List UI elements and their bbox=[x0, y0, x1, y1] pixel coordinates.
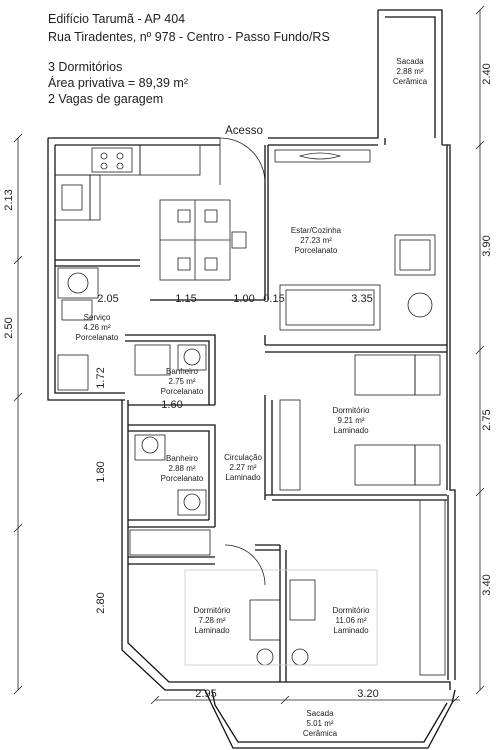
chair-icon bbox=[231, 231, 247, 249]
banheiro2-name: Banheiro bbox=[166, 454, 199, 463]
sacada-bottom-area: 5.01 m² bbox=[306, 719, 333, 728]
dim-right-2-40: 2.40 bbox=[481, 63, 493, 84]
dorm3-area: 11.06 m² bbox=[336, 616, 367, 625]
banheiro1-area: 2.75 m² bbox=[168, 377, 195, 386]
sacada-top-name: Sacada bbox=[396, 57, 424, 66]
banheiro1-name: Banheiro bbox=[166, 367, 199, 376]
dorm1-name: Dormitório bbox=[333, 406, 370, 415]
armchair-icon bbox=[394, 234, 436, 276]
estar-finish: Porcelanato bbox=[295, 246, 338, 255]
dim-inner-0-15: 0.15 bbox=[263, 293, 284, 305]
dorm2-name: Dormitório bbox=[194, 606, 231, 615]
circulacao-name: Circulação bbox=[224, 453, 262, 462]
wardrobe bbox=[279, 399, 301, 491]
banheiro1-finish: Porcelanato bbox=[161, 387, 204, 396]
dorm1-area: 9.21 m² bbox=[337, 416, 364, 425]
banheiro2-area: 2.88 m² bbox=[168, 464, 195, 473]
private-area: Área privativa = 89,39 m² bbox=[48, 76, 188, 90]
kitchen-counter bbox=[54, 144, 141, 176]
kitchen bbox=[54, 144, 247, 391]
estar-name: Estar/Cozinha bbox=[291, 226, 342, 235]
servico-area: 4.26 m² bbox=[83, 323, 110, 332]
tv-panel bbox=[274, 149, 371, 163]
sacada-top-finish: Cerâmica bbox=[393, 77, 428, 86]
dorm2-finish: Laminado bbox=[194, 626, 230, 635]
dim-right-2-75: 2.75 bbox=[481, 409, 493, 430]
dim-right-3-90: 3.90 bbox=[481, 235, 493, 256]
cooktop-icon bbox=[91, 147, 133, 173]
sacada-bottom-name: Sacada bbox=[306, 709, 334, 718]
estar-area: 27.23 m² bbox=[300, 236, 332, 245]
sacada-bottom-finish: Cerâmica bbox=[303, 729, 338, 738]
dim-left-2-80: 2.80 bbox=[95, 592, 107, 613]
side-table bbox=[407, 292, 433, 318]
basin-2-icon bbox=[177, 489, 207, 516]
dim-left-2-50: 2.50 bbox=[3, 317, 15, 338]
sink-counter bbox=[54, 174, 91, 221]
servico-name: Serviço bbox=[84, 313, 111, 322]
laundry-machine-icon bbox=[57, 267, 99, 299]
dim-inner-1-00: 1.00 bbox=[233, 293, 254, 305]
tank-icon bbox=[57, 354, 89, 391]
building-name: Edifício Tarumã - AP 404 bbox=[48, 12, 186, 26]
dim-inner-1-60: 1.60 bbox=[161, 399, 182, 411]
circulacao-finish: Laminado bbox=[225, 473, 261, 482]
room-labels: Sacada 2.88 m² Cerâmica Estar/Cozinha 27… bbox=[76, 57, 428, 738]
address: Rua Tiradentes, nº 978 - Centro - Passo … bbox=[48, 30, 330, 44]
dim-bottom-2-95: 2.95 bbox=[195, 688, 216, 700]
dorm3-name: Dormitório bbox=[333, 606, 370, 615]
bed-icon bbox=[354, 354, 416, 396]
access-label: Acesso bbox=[225, 125, 263, 137]
living bbox=[219, 137, 436, 331]
wardrobe-2 bbox=[419, 499, 446, 676]
basin-icon bbox=[177, 344, 207, 371]
dim-inner-3-35: 3.35 bbox=[351, 293, 372, 305]
dimension-lines bbox=[13, 5, 485, 705]
dorm2-area: 7.28 m² bbox=[198, 616, 225, 625]
sink-icon bbox=[61, 184, 83, 211]
servico-finish: Porcelanato bbox=[76, 333, 119, 342]
dorm3-finish: Laminado bbox=[333, 626, 369, 635]
circulacao-area: 2.27 m² bbox=[229, 463, 256, 472]
dim-bottom-3-20: 3.20 bbox=[357, 688, 378, 700]
dim-left-1-80: 1.80 bbox=[95, 461, 107, 482]
sacada-top-area: 2.88 m² bbox=[396, 67, 423, 76]
dim-inner-1-15: 1.15 bbox=[175, 293, 196, 305]
dim-left-2-13: 2.13 bbox=[3, 189, 15, 210]
parking-spaces: 2 Vagas de garagem bbox=[48, 92, 164, 106]
bath-bed-furniture bbox=[129, 344, 446, 676]
toilet-2-icon bbox=[141, 436, 159, 454]
bedroom-count: 3 Dormitórios bbox=[48, 60, 123, 74]
dim-inner-2-05: 2.05 bbox=[97, 293, 118, 305]
toilet-icon bbox=[134, 344, 171, 376]
dim-inner-1-72: 1.72 bbox=[95, 367, 107, 388]
banheiro2-finish: Porcelanato bbox=[161, 474, 204, 483]
sofa-icon bbox=[279, 284, 381, 331]
dim-right-3-40: 3.40 bbox=[481, 574, 493, 595]
bed-2-icon bbox=[249, 599, 281, 641]
dimension-labels: 2.13 2.50 1.80 2.80 1.72 1.60 2.05 1.15 … bbox=[3, 63, 493, 700]
dorm1-finish: Laminado bbox=[333, 426, 369, 435]
walls bbox=[47, 9, 456, 749]
